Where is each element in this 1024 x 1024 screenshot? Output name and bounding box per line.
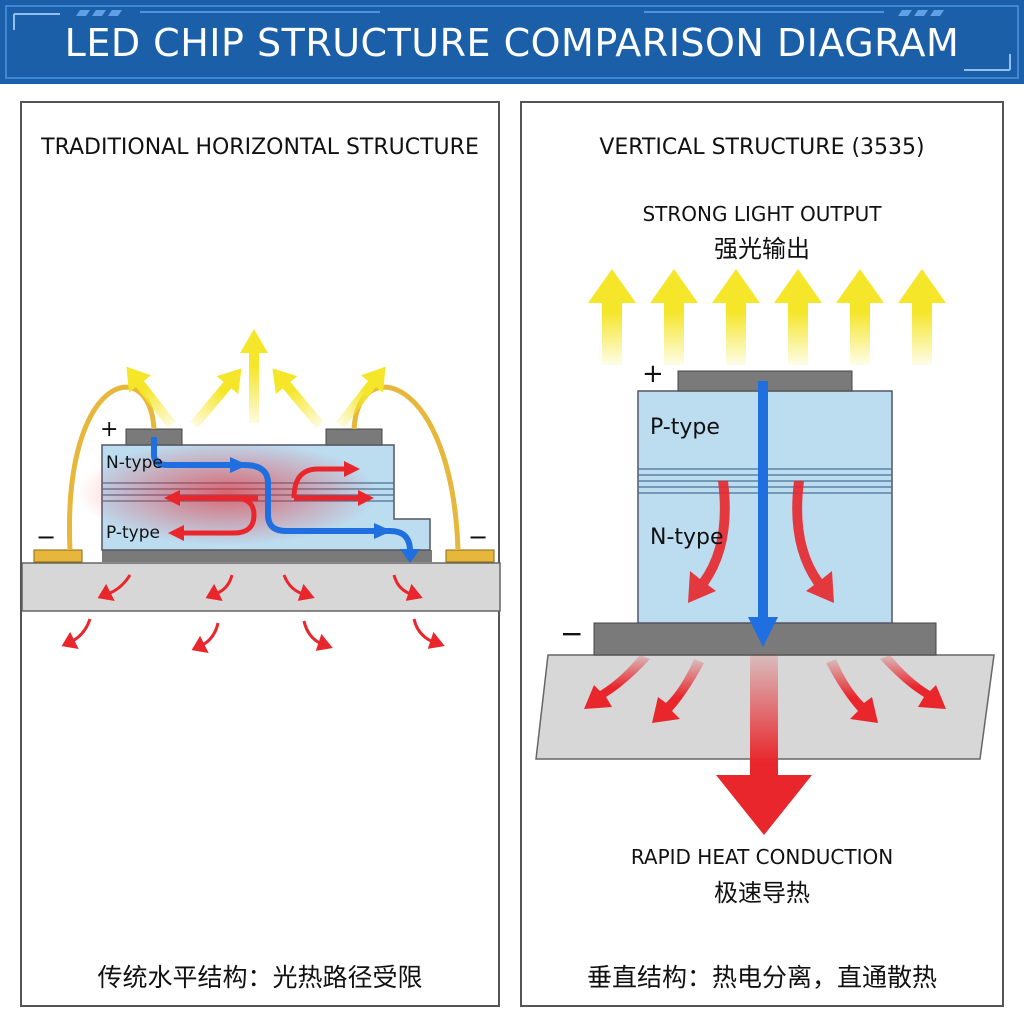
- vertical-chip-diagram: [535, 269, 995, 835]
- substrate: [22, 562, 501, 612]
- bond-wire-left: [67, 384, 157, 551]
- internal-heat-arrows: [688, 481, 834, 603]
- right-pad: [445, 549, 495, 563]
- top-pad-right: [325, 428, 383, 446]
- title-banner: LED CHIP STRUCTURE COMPARISON DIAGRAM: [0, 0, 1024, 84]
- left-pad: [33, 549, 83, 563]
- n-type-label: N-type: [106, 453, 163, 473]
- horizontal-caption: 传统水平结构：光热路径受限: [97, 963, 423, 992]
- internal-heat-arrows: [164, 461, 374, 541]
- strong-light-arrows: [588, 269, 946, 365]
- vertical-current-arrow: [748, 381, 778, 647]
- n-type-label: N-type: [650, 525, 724, 550]
- heat-conduction-label: RAPID HEAT CONDUCTION: [630, 845, 894, 869]
- vertical-panel-title: VERTICAL STRUCTURE (3535): [599, 135, 925, 160]
- minus-terminal-left: −: [36, 523, 57, 551]
- minus-terminal-right: −: [468, 523, 489, 551]
- vertical-structure-panel: VERTICAL STRUCTURE (3535) STRONG LIGHT O…: [520, 101, 1004, 1007]
- plus-terminal: +: [100, 417, 119, 442]
- horizontal-panel-title: TRADITIONAL HORIZONTAL STRUCTURE: [41, 135, 479, 160]
- heat-conduction-label-cn: 极速导热: [714, 879, 810, 907]
- rapid-heat-conduction-arrow: [716, 655, 812, 835]
- light-output-arrows: [126, 329, 386, 429]
- current-path-arrows: [151, 437, 420, 563]
- p-type-label: P-type: [106, 523, 160, 543]
- substrate-heat-arrows: [584, 655, 946, 723]
- light-output-label-cn: 强光输出: [714, 235, 810, 263]
- plus-terminal: +: [642, 359, 664, 389]
- horizontal-chip-diagram: [22, 329, 501, 653]
- horizontal-structure-panel: TRADITIONAL HORIZONTAL STRUCTURE: [20, 101, 501, 1007]
- light-output-label: STRONG LIGHT OUTPUT: [642, 202, 882, 226]
- vertical-caption: 垂直结构：热电分离，直通散热: [586, 963, 937, 992]
- page-title: LED CHIP STRUCTURE COMPARISON DIAGRAM: [64, 21, 960, 65]
- minus-terminal: −: [560, 617, 584, 650]
- downward-heat-arrows: [61, 574, 445, 653]
- p-type-label: P-type: [650, 415, 720, 440]
- banner-decoration: [5, 5, 1019, 79]
